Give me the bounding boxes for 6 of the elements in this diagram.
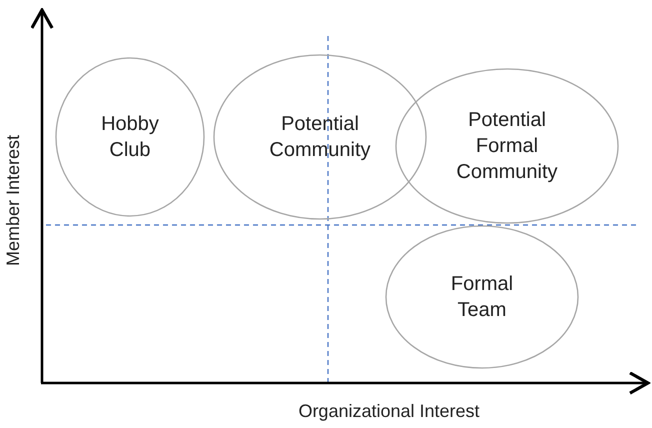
region-label: Hobby Club [100, 112, 160, 163]
region-label: Potential Formal Community [455, 108, 559, 185]
axis-title: Member Interest [4, 134, 24, 266]
region-label: Potential Community [268, 112, 372, 163]
region-label: Formal Team [450, 272, 514, 323]
axis-title: Organizational Interest [298, 400, 480, 422]
